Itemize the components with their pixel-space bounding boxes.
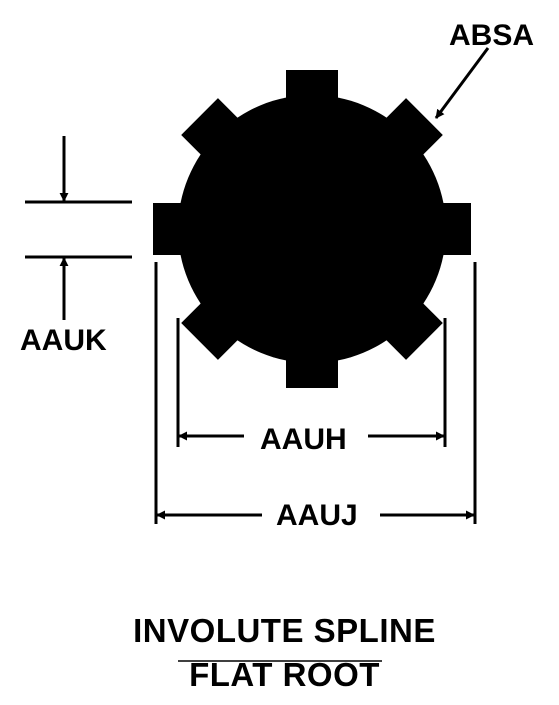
- aauj-label: AAUJ: [276, 499, 358, 532]
- spline-teeth: [153, 70, 471, 388]
- aauj-dimension: [154, 262, 477, 524]
- diagram-title-line2: FLAT ROOT: [189, 656, 380, 693]
- absa-leader: [434, 47, 490, 119]
- absa-label: ABSA: [449, 19, 535, 52]
- aauk-label: AAUK: [20, 324, 107, 357]
- diagram-title-line1: INVOLUTE SPLINE: [133, 612, 436, 649]
- aauk-dimension: [25, 136, 132, 320]
- aauh-dimension: [176, 318, 447, 447]
- spline-body: [153, 70, 471, 388]
- aauh-label: AAUH: [260, 423, 347, 456]
- spline-root-circle: [178, 95, 446, 363]
